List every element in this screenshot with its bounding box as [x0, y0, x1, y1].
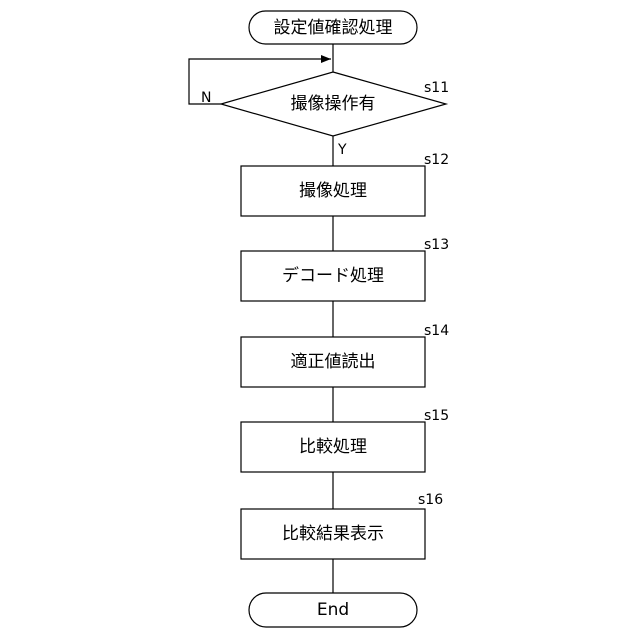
decision-label: 撮像操作有: [291, 94, 376, 114]
step-number-label: s12: [424, 152, 449, 168]
process-step-s13: デコード処理: [241, 251, 425, 301]
process-label: 比較結果表示: [282, 524, 384, 544]
step-number-label: s16: [418, 492, 443, 508]
process-step-s15: 比較処理: [241, 422, 425, 472]
process-step-s12: 撮像処理: [241, 166, 425, 216]
process-label: デコード処理: [282, 265, 384, 286]
process-step-s14: 適正値読出: [241, 337, 425, 387]
step-number-label: s14: [424, 323, 449, 339]
no-branch-label: N: [201, 90, 211, 106]
start-label: 設定値確認処理: [274, 18, 393, 38]
decision-step-label: s11: [424, 80, 449, 96]
end-label: End: [317, 600, 349, 620]
process-label: 適正値読出: [291, 352, 376, 372]
process-label: 比較処理: [299, 437, 367, 457]
decision-diamond: 撮像操作有: [221, 72, 446, 136]
start-terminal: 設定値確認処理: [249, 11, 417, 44]
step-number-label: s13: [424, 237, 449, 253]
step-number-label: s15: [424, 408, 449, 424]
process-step-s16: 比較結果表示: [241, 509, 425, 559]
process-label: 撮像処理: [299, 181, 367, 201]
yes-branch-label: Y: [337, 142, 347, 158]
end-terminal: End: [249, 593, 417, 627]
